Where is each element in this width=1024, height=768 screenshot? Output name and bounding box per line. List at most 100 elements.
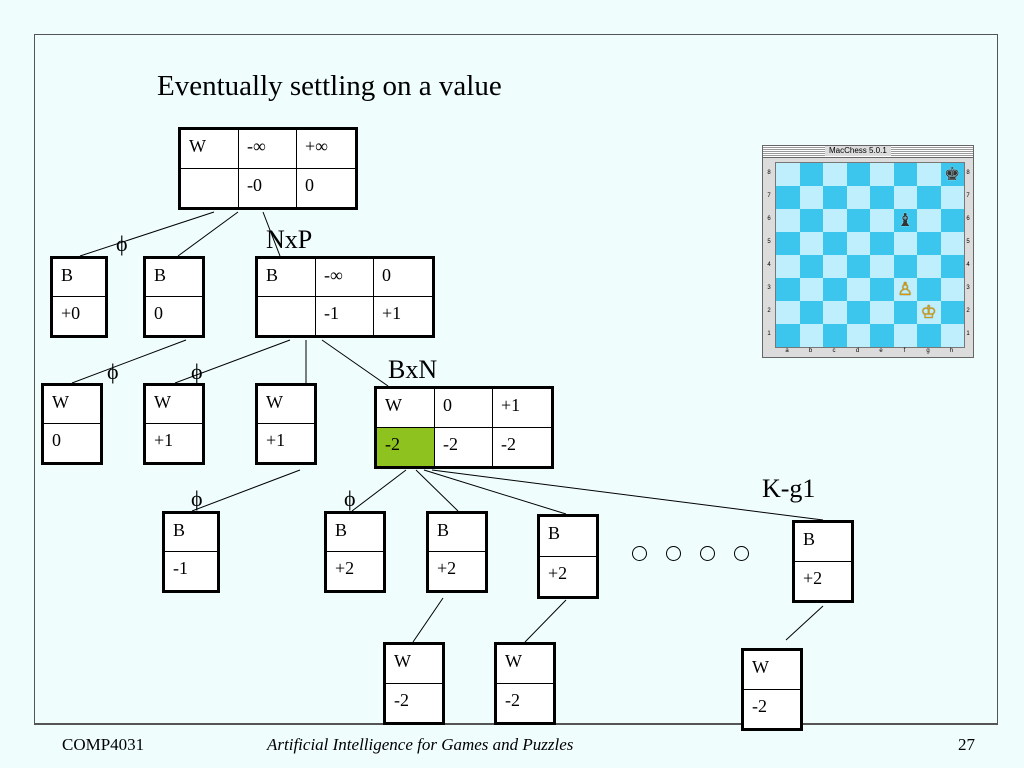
square-f8 bbox=[893, 163, 917, 186]
square-d4 bbox=[846, 255, 870, 278]
tree-edge bbox=[785, 605, 824, 641]
square-e2 bbox=[870, 301, 894, 324]
square-d2 bbox=[846, 301, 870, 324]
square-d6 bbox=[846, 209, 870, 232]
square-f7 bbox=[893, 186, 917, 209]
tree-node-b-2: B+2 bbox=[324, 511, 386, 593]
node-cell: -∞ bbox=[239, 130, 297, 169]
rank-label: 5 bbox=[767, 239, 771, 245]
rank-label: 6 bbox=[966, 216, 970, 222]
rank-label: 4 bbox=[767, 262, 771, 268]
tree-node-b-1: B-1 bbox=[162, 511, 220, 593]
square-h1 bbox=[940, 324, 964, 347]
chess-board: ♚♝♙♔ bbox=[775, 162, 965, 348]
black-king-icon: ♚ bbox=[944, 163, 961, 185]
ellipsis-dot bbox=[700, 546, 715, 561]
node-cell: +1 bbox=[154, 430, 174, 450]
square-h8: ♚ bbox=[940, 163, 964, 186]
ellipsis-dot bbox=[666, 546, 681, 561]
square-e6 bbox=[870, 209, 894, 232]
node-cell: W bbox=[44, 386, 100, 424]
cutoff-symbol: ϕ bbox=[191, 359, 203, 384]
square-d8 bbox=[846, 163, 870, 186]
square-a3 bbox=[776, 278, 800, 301]
move-label-bxn: BxN bbox=[388, 355, 438, 384]
cutoff-symbol: ϕ bbox=[344, 486, 356, 511]
tree-edge bbox=[524, 599, 567, 643]
square-f5 bbox=[893, 232, 917, 255]
file-label: b bbox=[808, 348, 813, 354]
tree-node-w-leaf-1: W-2 bbox=[383, 642, 445, 725]
tree-edge bbox=[415, 469, 459, 512]
file-label: h bbox=[949, 348, 954, 354]
tree-node-b-nxp: B-∞0-1+1 bbox=[255, 256, 435, 338]
footer-course-code: COMP4031 bbox=[62, 735, 145, 754]
square-e5 bbox=[870, 232, 894, 255]
square-h7 bbox=[940, 186, 964, 209]
node-cell: +1 bbox=[382, 303, 402, 323]
rank-label: 3 bbox=[767, 285, 771, 291]
square-f3: ♙ bbox=[893, 278, 917, 301]
square-d1 bbox=[846, 324, 870, 347]
node-cell: +1 bbox=[493, 389, 551, 428]
node-cell: +∞ bbox=[297, 130, 355, 169]
node-cell: -2 bbox=[752, 695, 767, 716]
square-b4 bbox=[799, 255, 823, 278]
node-cell: 0 bbox=[52, 430, 61, 450]
node-cell: 0 bbox=[374, 259, 432, 297]
tree-edge bbox=[262, 211, 281, 257]
node-cell: 0 bbox=[305, 174, 314, 195]
square-b1 bbox=[799, 324, 823, 347]
square-b5 bbox=[799, 232, 823, 255]
square-e4 bbox=[870, 255, 894, 278]
tree-node-b-3: B+2 bbox=[426, 511, 488, 593]
square-b2 bbox=[799, 301, 823, 324]
node-cell: -2 bbox=[377, 427, 435, 466]
node-cell: -2 bbox=[435, 427, 493, 466]
node-cell: W bbox=[497, 645, 553, 684]
file-label: e bbox=[879, 348, 883, 354]
square-c5 bbox=[823, 232, 847, 255]
node-cell: W bbox=[181, 130, 239, 169]
square-a7 bbox=[776, 186, 800, 209]
square-c2 bbox=[823, 301, 847, 324]
node-cell: -2 bbox=[505, 689, 520, 710]
node-cell: 0 bbox=[435, 389, 493, 428]
square-d3 bbox=[846, 278, 870, 301]
rank-label: 2 bbox=[767, 308, 771, 314]
rank-label: 4 bbox=[966, 262, 970, 268]
square-h2 bbox=[940, 301, 964, 324]
rank-label: 7 bbox=[966, 193, 970, 199]
move-label-kg1: K-g1 bbox=[762, 474, 816, 503]
node-cell: 0 bbox=[154, 303, 163, 323]
square-c8 bbox=[823, 163, 847, 186]
square-h3 bbox=[940, 278, 964, 301]
tree-edge bbox=[351, 469, 407, 512]
square-c6 bbox=[823, 209, 847, 232]
rank-label: 6 bbox=[767, 216, 771, 222]
tree-edge bbox=[79, 211, 215, 257]
rank-label: 5 bbox=[966, 239, 970, 245]
rank-label: 1 bbox=[966, 331, 970, 337]
footer-page-number: 27 bbox=[958, 735, 975, 754]
square-a6 bbox=[776, 209, 800, 232]
node-cell: W bbox=[146, 386, 202, 424]
node-cell: B bbox=[165, 514, 217, 552]
square-g3 bbox=[917, 278, 941, 301]
tree-edge bbox=[174, 339, 291, 384]
square-c3 bbox=[823, 278, 847, 301]
file-label: d bbox=[855, 348, 860, 354]
node-cell: -2 bbox=[394, 689, 409, 710]
square-e7 bbox=[870, 186, 894, 209]
cutoff-symbol: ϕ bbox=[191, 486, 203, 511]
node-cell bbox=[181, 168, 239, 207]
square-g4 bbox=[917, 255, 941, 278]
node-cell: +2 bbox=[803, 567, 823, 588]
node-cell: B bbox=[258, 259, 316, 297]
cutoff-symbol: ϕ bbox=[107, 359, 119, 384]
rank-label: 7 bbox=[767, 193, 771, 199]
